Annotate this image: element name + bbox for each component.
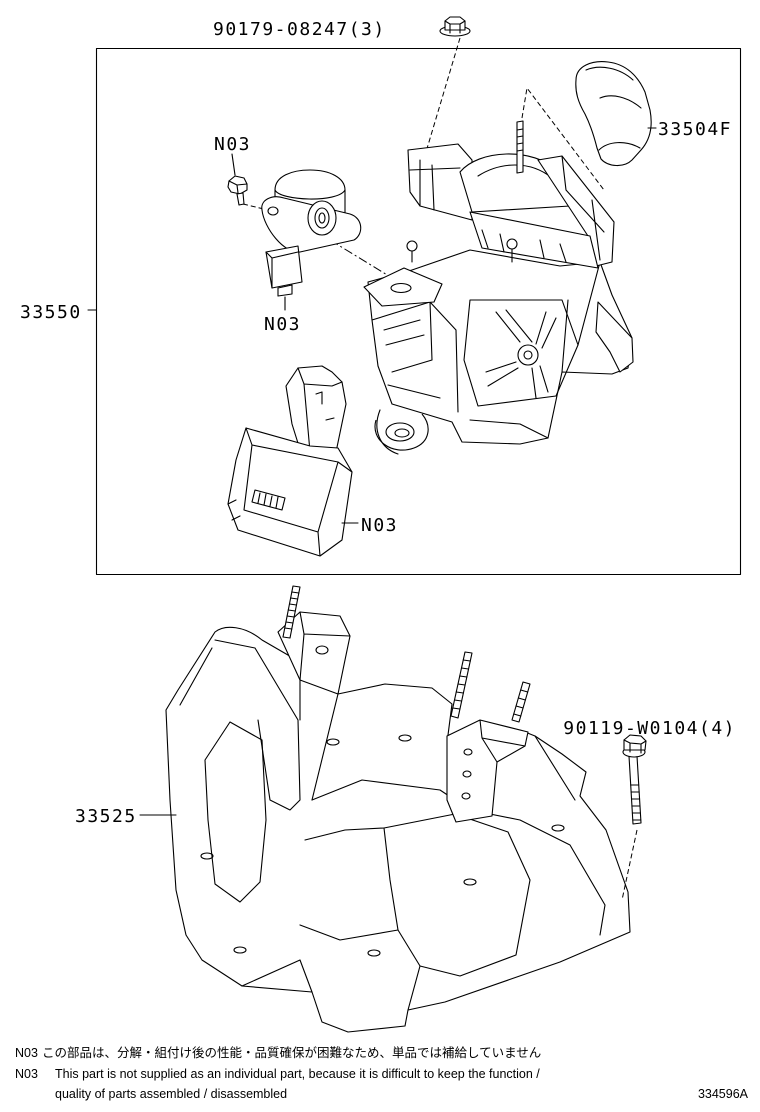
figure-id: 334596A: [698, 1087, 749, 1101]
assembly-boundary-box: [95, 47, 742, 576]
callout-position-sensor[interactable]: N03: [264, 314, 301, 335]
callout-bolt-top[interactable]: 90179-08247(3): [213, 19, 386, 40]
callout-shift-lever-assembly[interactable]: 33550: [20, 302, 82, 323]
callout-bolt-bracket[interactable]: 90119-W0104(4): [563, 718, 736, 739]
callout-shift-knob[interactable]: 33504F: [658, 119, 732, 140]
note-japanese: N03 この部品は、分解・組付け後の性能・品質確保が困難なため、単品では補給して…: [15, 1045, 541, 1060]
note-code: N03: [15, 1046, 38, 1060]
position-sensor-icon: [261, 169, 362, 297]
note-text: This part is not supplied as an individu…: [55, 1067, 540, 1081]
shift-lever-bracket-icon: [165, 585, 631, 1033]
sensor-screw-leader: [242, 203, 269, 211]
shift-knob-icon: [575, 61, 652, 167]
callout-sensor-screw[interactable]: N03: [214, 134, 251, 155]
shift-lever-assembly-icon: [363, 120, 634, 455]
shift-lock-module-icon: [227, 365, 353, 557]
sensor-screw-icon: [227, 175, 248, 206]
note-text: この部品は、分解・組付け後の性能・品質確保が困難なため、単品では補給していません: [42, 1045, 541, 1060]
bolt-top-leader: [425, 37, 461, 153]
callout-screw-line: [231, 153, 236, 176]
note-english-continued: quality of parts assembled / disassemble…: [55, 1087, 287, 1101]
bolt-90179-icon: [439, 16, 471, 37]
note-english: N03 This part is not supplied as an indi…: [15, 1067, 540, 1081]
callout-bracket[interactable]: 33525: [75, 806, 137, 827]
shift-knob-leader: [521, 86, 605, 191]
note-code: N03: [15, 1067, 38, 1081]
bolt-bracket-leader: [621, 829, 638, 901]
bolt-90119-icon: [622, 734, 647, 825]
callout-shift-lock-module[interactable]: N03: [361, 515, 398, 536]
